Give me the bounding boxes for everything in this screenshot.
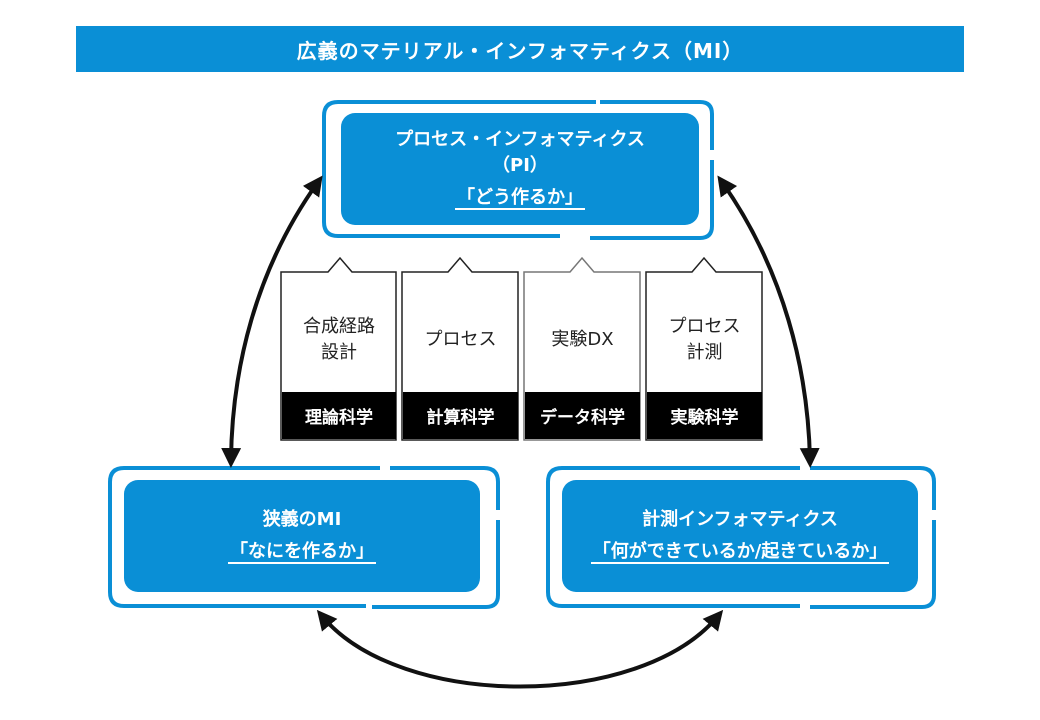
card-4-line1: プロセス — [668, 316, 741, 337]
measurement-box-frame — [546, 466, 936, 609]
card-theory-science-footer: 理論科学 — [282, 392, 396, 439]
pi-title: プロセス・インフォマティクス — [395, 129, 645, 150]
pi-subtitle-text: 「どう作るか」 — [455, 187, 585, 210]
card-process-measurement-label: プロセス計測 — [647, 290, 762, 390]
page-title: 広義のマテリアル・インフォマティクス（MI） — [76, 26, 964, 72]
card-1-line2: 設計 — [321, 342, 357, 363]
pi-abbr: （PI） — [492, 155, 548, 176]
card-4-line2: 計測 — [686, 342, 723, 363]
narrow-mi-subtitle: 「なにを作るか」 — [228, 539, 376, 565]
card-synthesis-route-label: 合成経路設計 — [282, 290, 396, 390]
measurement-title: 計測インフォマティクス — [642, 509, 838, 530]
measurement-box: 計測インフォマティクス 「何ができているか/起きているか」 — [562, 480, 918, 592]
narrow-mi-title: 狭義のMI — [262, 509, 342, 530]
measurement-subtitle-text: 「何ができているか/起きているか」 — [590, 541, 890, 564]
card-1-line1: 合成経路 — [303, 316, 375, 337]
card-computational-science-footer: 計算科学 — [403, 392, 518, 439]
card-3-line1: 実験DX — [551, 329, 614, 350]
arrow-pi-measurement — [717, 175, 820, 468]
arrow-narrow-mi-measurement — [316, 609, 724, 689]
pi-box-frame — [322, 100, 714, 240]
card-process-label: プロセス — [403, 290, 518, 390]
pi-subtitle: 「どう作るか」 — [455, 185, 585, 211]
pi-box: プロセス・インフォマティクス （PI） 「どう作るか」 — [341, 113, 699, 225]
narrow-mi-subtitle-text: 「なにを作るか」 — [228, 541, 376, 564]
narrow-mi-box-frame — [108, 466, 500, 609]
narrow-mi-box: 狭義のMI 「なにを作るか」 — [124, 480, 480, 592]
card-2-line1: プロセス — [424, 329, 497, 350]
arrow-pi-narrow-mi — [221, 175, 323, 468]
card-experimental-science-footer: 実験科学 — [647, 392, 762, 439]
card-experiment-dx-label: 実験DX — [525, 290, 640, 390]
measurement-subtitle: 「何ができているか/起きているか」 — [590, 539, 890, 565]
card-data-science-footer: データ科学 — [525, 392, 640, 439]
